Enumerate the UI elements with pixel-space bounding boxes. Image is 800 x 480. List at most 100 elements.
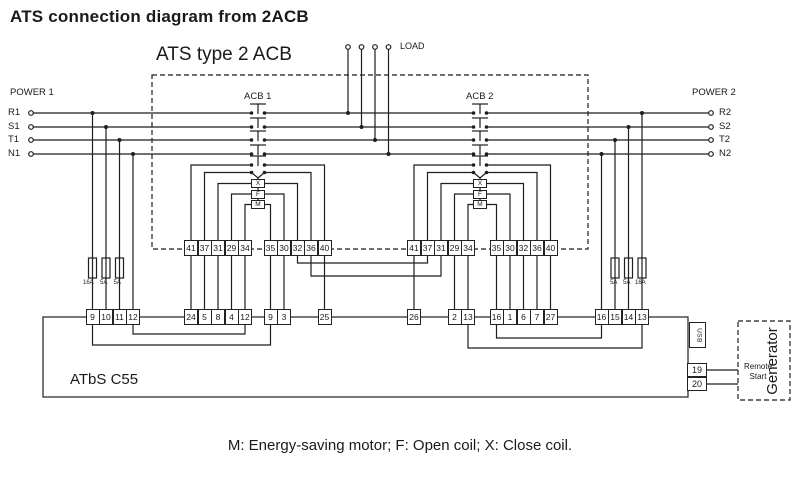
usb-port: USB bbox=[689, 322, 706, 348]
controller-terminal: 25 bbox=[317, 309, 332, 325]
controller-terminal: 14 bbox=[621, 309, 636, 325]
acb2-coil-m: M bbox=[473, 200, 487, 209]
usb-label: USB bbox=[695, 328, 703, 343]
controller-terminal: 15 bbox=[608, 309, 622, 325]
acb-cross-links bbox=[296, 256, 442, 277]
fuse-icon bbox=[623, 257, 634, 279]
legend-caption: M: Energy-saving motor; F: Open coil; X:… bbox=[227, 437, 573, 454]
acb-to-controller-wires bbox=[190, 256, 552, 309]
line-label-s2: S2 bbox=[719, 121, 731, 132]
acb1-loops bbox=[190, 164, 326, 240]
controller-terminal: 12 bbox=[238, 309, 252, 325]
acb2-loops bbox=[413, 164, 552, 240]
controller-terminal: 16 bbox=[594, 309, 609, 325]
controller-terminal: 4 bbox=[224, 309, 239, 325]
controller-terminal: 16 bbox=[489, 309, 504, 325]
controller-terminal: 5 bbox=[197, 309, 212, 325]
acb2-terminal: 40 bbox=[543, 240, 558, 256]
fuse-rating: 5A bbox=[113, 280, 121, 286]
controller-terminal: 24 bbox=[184, 309, 198, 325]
line-label-t2: T2 bbox=[719, 134, 731, 145]
ats-box-label: ATS type 2 ACB bbox=[156, 44, 292, 65]
fuse-icons bbox=[87, 257, 647, 279]
acb1-terminal: 37 bbox=[197, 240, 212, 256]
controller-terminal: 2 bbox=[447, 309, 462, 325]
controller-terminal: 9 bbox=[85, 309, 100, 325]
fuse-rating: 16A bbox=[635, 280, 646, 286]
controller-terminal: 9 bbox=[263, 309, 278, 325]
ats-dashed-box bbox=[151, 74, 589, 250]
controller-terminal: 13 bbox=[635, 309, 649, 325]
page-title: ATS connection diagram from 2ACB bbox=[10, 7, 309, 26]
load-label: LOAD bbox=[400, 41, 425, 51]
acb1-label: ACB 1 bbox=[244, 91, 272, 102]
fuse-rating: 5A bbox=[100, 280, 108, 286]
acb2-terminal: 31 bbox=[434, 240, 448, 256]
power2-label: POWER 2 bbox=[692, 87, 736, 98]
controller-terminal: 3 bbox=[277, 309, 291, 325]
acb1-terminal: 40 bbox=[317, 240, 332, 256]
acb2-terminal: 30 bbox=[503, 240, 517, 256]
power1-drops bbox=[91, 113, 134, 309]
fuse-icon bbox=[87, 257, 98, 279]
controller-terminal: 27 bbox=[543, 309, 558, 325]
controller-terminal: 13 bbox=[461, 309, 475, 325]
acb1-coil-x: X bbox=[251, 179, 265, 188]
controller-terminal: 11 bbox=[112, 309, 127, 325]
acb2-terminal: 29 bbox=[447, 240, 462, 256]
acb2-terminal: 35 bbox=[489, 240, 504, 256]
fuse-rating: 16A bbox=[83, 280, 94, 286]
acb1-coil-m: M bbox=[251, 200, 265, 209]
controller-box bbox=[42, 316, 689, 398]
controller-terminal: 1 bbox=[503, 309, 517, 325]
acb2-coil-f: F bbox=[473, 189, 487, 199]
acb1-terminal: 31 bbox=[211, 240, 225, 256]
line-label-r2: R2 bbox=[719, 107, 732, 118]
acb2-terminal: 34 bbox=[461, 240, 475, 256]
controller-jumpers bbox=[91, 325, 643, 349]
line-label-s1: S1 bbox=[8, 121, 20, 132]
power2-drops bbox=[600, 113, 643, 309]
controller-terminal: 7 bbox=[530, 309, 544, 325]
acb2-terminal: 37 bbox=[420, 240, 435, 256]
acb1-terminal: 29 bbox=[224, 240, 239, 256]
controller-terminal: 6 bbox=[516, 309, 531, 325]
controller-terminal: 10 bbox=[99, 309, 113, 325]
line-label-r1: R1 bbox=[8, 107, 21, 118]
remote-terminal-19: 19 bbox=[687, 363, 707, 377]
junction-dots bbox=[90, 111, 644, 175]
acb1-terminal: 32 bbox=[290, 240, 305, 256]
controller-name: ATbS C55 bbox=[70, 371, 139, 388]
remote-terminal-20: 20 bbox=[687, 377, 707, 391]
fuse-rating: 5A bbox=[623, 280, 631, 286]
open-terminal-circles bbox=[28, 44, 714, 157]
fuse-rating: 5A bbox=[610, 280, 618, 286]
fuse-icon bbox=[114, 257, 125, 279]
acb2-terminal: 32 bbox=[516, 240, 531, 256]
line-label-n1: N1 bbox=[8, 148, 21, 159]
acb2-terminal: 36 bbox=[530, 240, 544, 256]
acb1-terminal: 35 bbox=[263, 240, 278, 256]
acb2-terminal: 41 bbox=[407, 240, 421, 256]
acb1-terminal: 34 bbox=[238, 240, 252, 256]
line-label-n2: N2 bbox=[719, 148, 732, 159]
bus-lines bbox=[33, 112, 711, 155]
controller-terminal: 12 bbox=[126, 309, 140, 325]
generator-dashed-box bbox=[737, 320, 791, 401]
fuse-icon bbox=[637, 257, 647, 279]
line-label-t1: T1 bbox=[8, 134, 20, 145]
power1-label: POWER 1 bbox=[10, 87, 54, 98]
remote-start-wires bbox=[707, 369, 738, 385]
acb1-terminal: 41 bbox=[184, 240, 198, 256]
remote-start-label: Remote Start bbox=[743, 362, 772, 381]
acb1-terminal: 36 bbox=[304, 240, 318, 256]
load-feeders bbox=[347, 49, 390, 154]
acb1-terminal: 30 bbox=[277, 240, 291, 256]
controller-terminal: 8 bbox=[211, 309, 225, 325]
controller-terminal: 26 bbox=[407, 309, 421, 325]
acb2-coil-x: X bbox=[473, 179, 487, 188]
fuse-icon bbox=[610, 257, 620, 279]
generator-label: Generator bbox=[764, 327, 781, 395]
